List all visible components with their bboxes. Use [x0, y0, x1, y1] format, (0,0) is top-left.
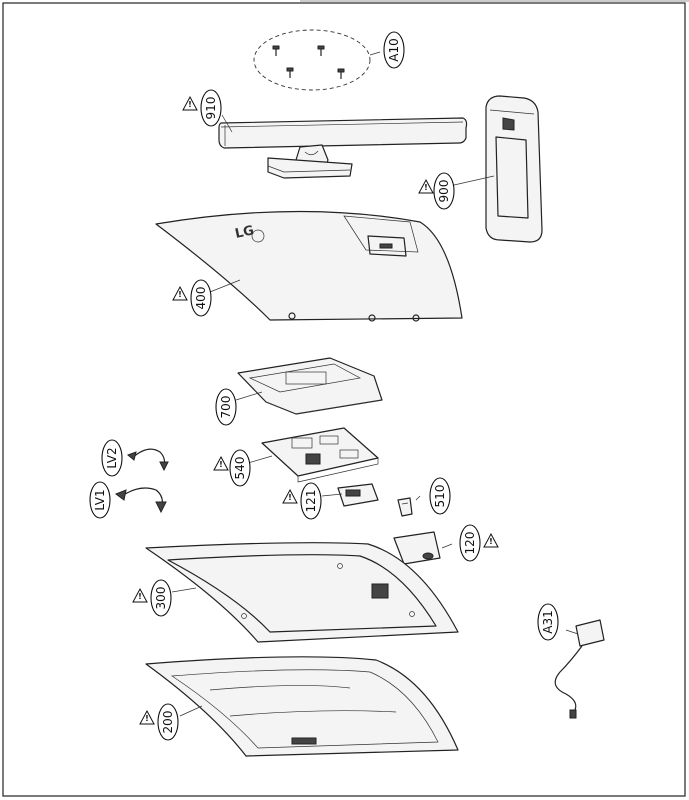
callout-120: 120! [459, 524, 499, 562]
svg-text:!: ! [188, 100, 192, 109]
part-clip-510 [397, 497, 413, 517]
leader-lines [171, 114, 579, 717]
warning-triangle-icon: ! [483, 532, 499, 548]
part-main-board-540 [261, 427, 379, 483]
callout-label: 121 [304, 490, 318, 513]
svg-text:!: ! [145, 714, 149, 723]
part-module-120 [393, 531, 441, 565]
callout-oval [429, 477, 451, 515]
callout-oval [229, 449, 251, 487]
logo-text: LG [234, 223, 256, 242]
svg-text:!: ! [489, 537, 493, 546]
callout-oval [537, 603, 559, 641]
part-panel-200 [145, 656, 459, 757]
part-back-cover-400: LG [155, 210, 463, 322]
callout-oval [383, 31, 405, 69]
callout-label: 700 [219, 396, 233, 419]
part-stand-910 [218, 117, 468, 179]
callout-a10: A10 [383, 31, 405, 69]
callout-300: 300! [132, 579, 172, 617]
callout-540: 540! [213, 449, 251, 487]
callout-oval [89, 481, 111, 519]
callout-label: 400 [194, 287, 208, 310]
callout-510: 510 [429, 477, 451, 515]
part-adapter-a31 [554, 619, 605, 719]
callout-oval [459, 524, 481, 562]
svg-text:!: ! [138, 592, 142, 601]
callout-200: 200! [139, 703, 179, 741]
callout-oval [150, 579, 172, 617]
svg-text:!: ! [288, 493, 292, 502]
callout-label: 510 [433, 485, 447, 508]
svg-text:!: ! [219, 460, 223, 469]
callout-a31: A31 [537, 603, 559, 641]
callout-label: 200 [161, 711, 175, 734]
part-cable-lv1 [114, 487, 167, 514]
part-frame-300 [145, 542, 459, 643]
callout-oval [433, 172, 455, 210]
callout-oval [200, 89, 222, 127]
svg-text:!: ! [424, 183, 428, 192]
warning-triangle-icon: ! [172, 285, 188, 301]
callout-lv2: LV2 [101, 439, 123, 477]
part-stand-base-900 [485, 95, 543, 243]
part-screws-a10 [253, 29, 381, 91]
callout-700: 700 [215, 388, 237, 426]
warning-triangle-icon: ! [282, 488, 298, 504]
warning-triangle-icon: ! [132, 587, 148, 603]
callout-label: 540 [233, 457, 247, 480]
svg-text:!: ! [178, 290, 182, 299]
callout-label: 910 [204, 97, 218, 120]
callout-900: 900! [418, 172, 455, 210]
callout-label: A31 [541, 610, 555, 633]
callout-oval [300, 482, 322, 520]
callout-oval [157, 703, 179, 741]
callout-910: 910! [182, 89, 222, 127]
callout-121: 121! [282, 482, 322, 520]
callout-400: 400! [172, 279, 212, 317]
callout-oval [190, 279, 212, 317]
part-bracket-700 [237, 357, 383, 415]
part-board-121 [337, 483, 379, 507]
callout-lv1: LV1 [89, 481, 111, 519]
callout-label: 300 [154, 587, 168, 610]
warning-triangle-icon: ! [182, 95, 198, 111]
callout-label: LV1 [93, 489, 107, 510]
callout-label: 900 [437, 180, 451, 203]
part-cable-lv2 [127, 448, 169, 472]
warning-triangle-icon: ! [418, 178, 434, 194]
callout-oval [101, 439, 123, 477]
callout-oval [215, 388, 237, 426]
callout-label: A10 [387, 38, 401, 61]
callout-label: LV2 [105, 447, 119, 468]
warning-triangle-icon: ! [139, 709, 155, 725]
callout-label: 120 [463, 532, 477, 555]
warning-triangle-icon: ! [213, 455, 229, 471]
